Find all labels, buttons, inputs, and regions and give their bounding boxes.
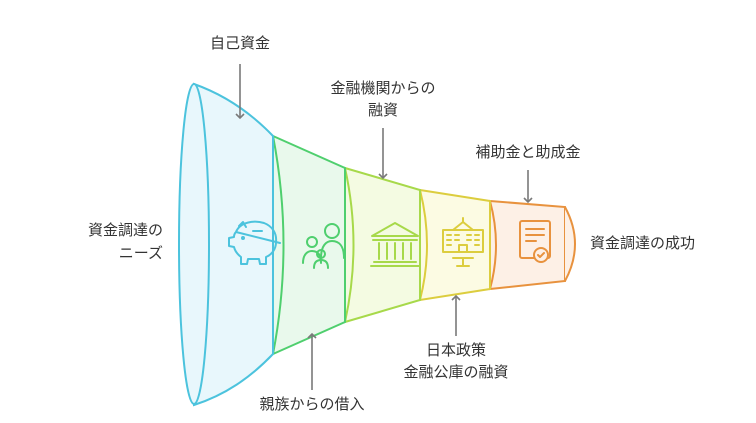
callout-subsidies: 補助金と助成金 — [475, 143, 581, 204]
family-icon — [302, 223, 345, 269]
funnel-stage-3 — [344, 166, 421, 324]
callout-bank-loan-label-line-2: 融資 — [368, 101, 398, 119]
funnel-output-label: 資金調達の成功 — [590, 234, 695, 252]
funnel-input-label-line-1: 資金調達の — [88, 221, 163, 239]
callout-subsidies-label: 補助金と助成金 — [475, 143, 580, 161]
funnel-end-cap — [564, 206, 576, 282]
callout-own-funds-label: 自己資金 — [210, 34, 270, 52]
funnel-input-label: 資金調達の ニーズ — [88, 221, 163, 262]
callout-own-funds: 自己資金 — [210, 34, 270, 120]
callout-jfc-loan: 日本政策 金融公庫の融資 — [403, 294, 509, 381]
callout-jfc-loan-label-line-1: 日本政策 — [426, 341, 486, 359]
funnel-mouth — [178, 83, 210, 405]
funnel-stage-1-band — [193, 82, 274, 407]
funnel-stage-2-ellipse — [272, 135, 285, 355]
funnel-stage-5-band — [489, 199, 566, 291]
callout-family-loan: 親族からの借入 — [259, 332, 365, 413]
callout-family-loan-label: 親族からの借入 — [259, 395, 364, 413]
funnel-stage-5 — [489, 199, 576, 291]
bank-icon — [370, 222, 420, 267]
certificate-icon — [519, 220, 551, 263]
callout-jfc-loan-label-line-2: 金融公庫の融資 — [403, 363, 508, 381]
public-building-icon — [442, 217, 484, 267]
funnel-stage-3-ellipse — [344, 167, 355, 323]
piggy-bank-icon — [228, 220, 281, 265]
callout-bank-loan-label-line-1: 金融機関からの — [330, 79, 435, 97]
funnel-stage-4-ellipse — [419, 189, 428, 301]
funnel-stage-5-ellipse — [489, 200, 497, 290]
funnel-stage-4 — [419, 188, 491, 302]
funnel-input-label-line-2: ニーズ — [119, 244, 163, 262]
funnel-stage-1 — [178, 82, 274, 407]
funnel-stage-3-band — [344, 166, 421, 324]
callout-bank-loan: 金融機関からの 融資 — [330, 79, 436, 180]
